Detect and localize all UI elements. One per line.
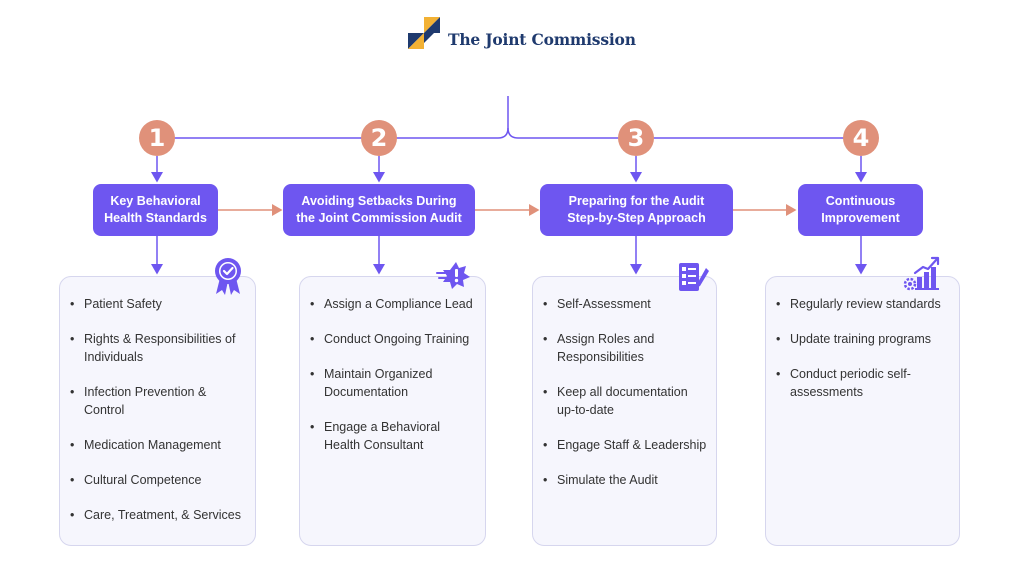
- list-item: Infection Prevention & Control: [70, 383, 247, 419]
- step-2-title-text: Avoiding Setbacks During the Joint Commi…: [296, 194, 462, 225]
- checklist-icon: [679, 263, 709, 291]
- step-4-list: Regularly review standards Update traini…: [776, 295, 951, 418]
- step-4-card: Regularly review standards Update traini…: [765, 276, 960, 546]
- list-item: Cultural Competence: [70, 471, 247, 489]
- step-4-number-badge: 4: [843, 120, 879, 156]
- step-4-title: Continuous Improvement: [798, 184, 923, 236]
- list-item: Assign Roles and Responsibilities: [543, 330, 708, 366]
- list-item: Update training programs: [776, 330, 951, 348]
- list-item: Keep all documentation up-to-date: [543, 383, 708, 419]
- warning-burst-icon: [436, 262, 470, 289]
- list-item: Rights & Responsibilities of Individuals: [70, 330, 247, 366]
- brand-logo: The Joint Commission: [408, 16, 636, 52]
- step-1-title: Key Behavioral Health Standards: [93, 184, 218, 236]
- list-item: Regularly review standards: [776, 295, 951, 313]
- list-item: Care, Treatment, & Services: [70, 506, 247, 524]
- list-item: Simulate the Audit: [543, 471, 708, 489]
- list-item: Conduct Ongoing Training: [310, 330, 477, 348]
- step-2-number-badge: 2: [361, 120, 397, 156]
- step-3-title-text: Preparing for the Audit Step-by-Step App…: [567, 194, 706, 225]
- step-3-number-badge: 3: [618, 120, 654, 156]
- step-1-title-text: Key Behavioral Health Standards: [104, 194, 207, 225]
- growth-chart-icon: [903, 256, 940, 291]
- step-3-list: Self-Assessment Assign Roles and Respons…: [543, 295, 708, 506]
- list-item: Assign a Compliance Lead: [310, 295, 477, 313]
- list-item: Engage Staff & Leadership: [543, 436, 708, 454]
- step-1-card: Patient Safety Rights & Responsibilities…: [59, 276, 256, 546]
- joint-commission-logo-icon: [408, 17, 440, 49]
- step-3-title: Preparing for the Audit Step-by-Step App…: [540, 184, 733, 236]
- list-item: Engage a Behavioral Health Consultant: [310, 418, 477, 454]
- step-4-title-text: Continuous Improvement: [821, 194, 900, 225]
- step-2-card: Assign a Compliance Lead Conduct Ongoing…: [299, 276, 486, 546]
- award-badge-icon: [215, 258, 241, 295]
- brand-name: The Joint Commission: [448, 29, 636, 49]
- list-item: Maintain Organized Documentation: [310, 365, 477, 401]
- step-2-title: Avoiding Setbacks During the Joint Commi…: [283, 184, 475, 236]
- step-1-list: Patient Safety Rights & Responsibilities…: [70, 295, 247, 541]
- list-item: Conduct periodic self-assessments: [776, 365, 951, 401]
- list-item: Medication Management: [70, 436, 247, 454]
- list-item: Self-Assessment: [543, 295, 708, 313]
- step-3-card: Self-Assessment Assign Roles and Respons…: [532, 276, 717, 546]
- step-1-number-badge: 1: [139, 120, 175, 156]
- step-2-list: Assign a Compliance Lead Conduct Ongoing…: [310, 295, 477, 471]
- list-item: Patient Safety: [70, 295, 247, 313]
